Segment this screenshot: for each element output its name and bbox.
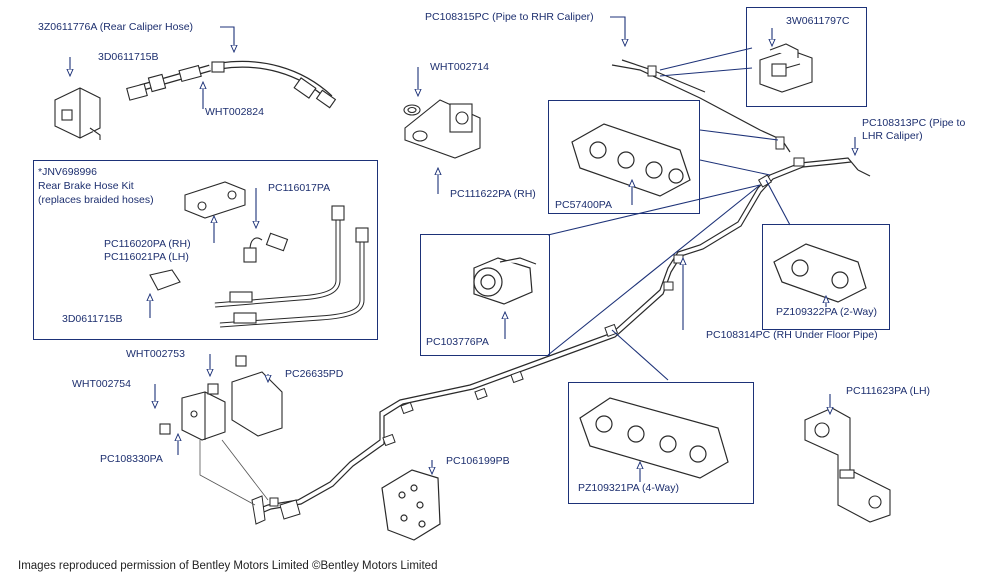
- hose-kit-box: [33, 160, 378, 340]
- label-rear-caliper-hose[interactable]: 3Z0611776A (Rear Caliper Hose): [38, 21, 194, 33]
- pz109321pa-box: [568, 382, 754, 504]
- label-pc108330pa[interactable]: PC108330PA: [100, 453, 163, 465]
- label-pc116017pa[interactable]: PC116017PA: [268, 182, 331, 194]
- clip-3w-drawing: [759, 43, 813, 93]
- label-3w0611797c[interactable]: 3W0611797C: [786, 15, 850, 27]
- label-pz109322pa[interactable]: PZ109322PA (2-Way): [776, 306, 877, 318]
- label-pc103776pa[interactable]: PC103776PA: [426, 336, 489, 348]
- kit-title: Rear Brake Hose Kit: [38, 180, 134, 192]
- rear-caliper-hose-drawing: [126, 60, 337, 109]
- label-pc108313pc[interactable]: PC108313PC (Pipe to: [862, 117, 966, 129]
- clip-pz109321pa-drawing: [579, 397, 729, 479]
- pc103776pa-box: [420, 234, 550, 356]
- clip-pc57400pa-drawing: [571, 123, 691, 197]
- kit-note: (replaces braided hoses): [38, 194, 154, 206]
- block-pc106199pb-drawing: [381, 469, 441, 541]
- clip-pz109322pa-drawing: [773, 243, 867, 303]
- label-wht002824[interactable]: WHT002824: [205, 106, 264, 118]
- label-pc108313pc-line2[interactable]: LHR Caliper): [862, 130, 923, 142]
- clip-3w-box: [746, 7, 867, 107]
- label-pc116021pa[interactable]: PC116021PA (LH): [104, 251, 189, 263]
- label-pc111622pa[interactable]: PC111622PA (RH): [450, 188, 536, 200]
- label-pc108314pc[interactable]: PC108314PC (RH Under Floor Pipe): [706, 329, 878, 341]
- adapter-pc103776pa-drawing: [473, 257, 537, 305]
- label-wht002753[interactable]: WHT002753: [126, 348, 185, 360]
- label-pc26635pd[interactable]: PC26635PD: [285, 368, 344, 380]
- kit-part-number: *JNV698996: [38, 166, 97, 178]
- rear-pipe-fittings: [251, 495, 301, 525]
- lower-bracket-drawing: [159, 355, 283, 441]
- pipe-clips: [269, 65, 805, 507]
- label-wht002754[interactable]: WHT002754: [72, 378, 131, 390]
- pc57400pa-box: [548, 100, 700, 214]
- rh-bracket-drawing: [403, 99, 481, 159]
- label-pc116020pa[interactable]: PC116020PA (RH): [104, 238, 191, 250]
- callout-lines: [547, 47, 791, 381]
- leader-lines: [199, 439, 269, 506]
- label-pz109321pa[interactable]: PZ109321PA (4-Way): [578, 482, 679, 494]
- lh-bracket-drawing: [804, 407, 891, 523]
- label-pc108315pc[interactable]: PC108315PC (Pipe to RHR Caliper): [425, 11, 594, 23]
- label-pc106199pb[interactable]: PC106199PB: [446, 455, 510, 467]
- label-pc111623pa[interactable]: PC111623PA (LH): [846, 385, 931, 397]
- label-arrows: [70, 16, 855, 482]
- pz109322pa-box: [762, 224, 890, 330]
- copyright-footer: Images reproduced permission of Bentley …: [18, 560, 438, 572]
- label-wht002714[interactable]: WHT002714: [430, 61, 489, 73]
- hose-kit-drawing: [149, 181, 369, 328]
- label-pc57400pa[interactable]: PC57400PA: [555, 199, 613, 211]
- label-bracket-3d0611715b-kit[interactable]: 3D0611715B: [62, 313, 123, 325]
- bracket-top-drawing: [54, 87, 101, 140]
- label-bracket-3d0611715b-top[interactable]: 3D0611715B: [98, 51, 159, 63]
